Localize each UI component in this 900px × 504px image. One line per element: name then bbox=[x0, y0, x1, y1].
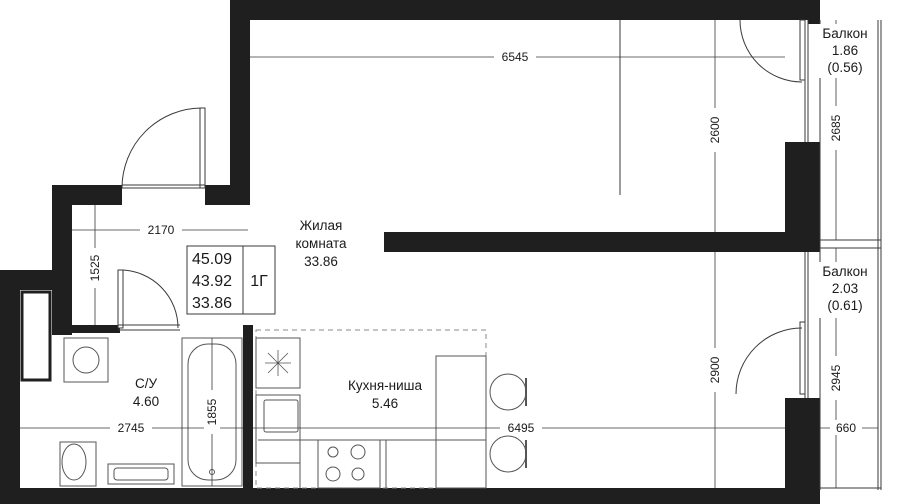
living-room-area: 33.86 bbox=[304, 254, 338, 269]
wall-top bbox=[230, 0, 818, 20]
bathroom-sink bbox=[107, 463, 175, 485]
wall-corner-top bbox=[808, 0, 820, 24]
living-room-name-1: Жилая bbox=[300, 218, 343, 233]
dim-hall-depth: 1525 bbox=[88, 254, 102, 281]
wall-pier-upper bbox=[785, 142, 820, 242]
bathroom-name: С/У bbox=[135, 376, 158, 391]
balcony-top-door-swing bbox=[739, 19, 803, 83]
balcony-bottom-door-swing bbox=[735, 327, 803, 395]
wall-outer-left bbox=[0, 270, 20, 504]
balcony-bottom-name: Балкон bbox=[822, 264, 867, 279]
wall-bath-right bbox=[243, 325, 253, 495]
dim-bath-width: 2745 bbox=[118, 421, 145, 435]
dim-balcony-bottom-depth: 2945 bbox=[829, 364, 843, 391]
summary-apartment-type: 1Г bbox=[250, 273, 268, 290]
dim-bath-depth: 1855 bbox=[205, 398, 219, 425]
wall-bottom bbox=[0, 488, 820, 504]
washing-machine bbox=[63, 337, 109, 383]
bathroom-door-swing bbox=[120, 269, 179, 329]
chair-bottom bbox=[489, 435, 527, 473]
dining-table bbox=[435, 355, 487, 489]
kitchen-name: Кухня-ниша bbox=[348, 378, 422, 393]
kitchen-sink bbox=[255, 394, 301, 464]
balcony-top-area: 1.86 bbox=[832, 43, 858, 58]
dim-kitchen-width: 6495 bbox=[508, 421, 535, 435]
wall-hall-left bbox=[52, 185, 72, 335]
cooktop-vent bbox=[255, 337, 301, 389]
dim-room-depth-top: 2600 bbox=[708, 116, 722, 143]
living-room-name-2: комната bbox=[295, 236, 347, 251]
wall-bath-top-left bbox=[52, 325, 120, 333]
walls bbox=[0, 0, 820, 504]
entrance-door-swing bbox=[121, 107, 203, 189]
balcony-top-name: Балкон bbox=[822, 26, 867, 41]
kitchen-area: 5.46 bbox=[372, 396, 398, 411]
balcony-bottom-area-reduced: (0.61) bbox=[827, 298, 862, 313]
stove bbox=[317, 439, 381, 489]
chair-top bbox=[489, 373, 527, 411]
wall-hall-top-right bbox=[205, 185, 250, 205]
wall-pier-lower bbox=[785, 398, 820, 498]
summary-living-area: 33.86 bbox=[192, 295, 232, 312]
wall-niche bbox=[20, 290, 52, 382]
doors bbox=[117, 19, 806, 395]
fixtures bbox=[59, 329, 527, 489]
dim-room-depth-bottom: 2900 bbox=[708, 356, 722, 383]
bathroom-area: 4.60 bbox=[133, 394, 159, 409]
wall-partition-middle bbox=[384, 232, 820, 252]
balcony-top-area-reduced: (0.56) bbox=[827, 60, 862, 75]
dim-hall-width: 2170 bbox=[148, 223, 175, 237]
summary-total-area: 45.09 bbox=[192, 251, 232, 268]
summary-living-total: 43.92 bbox=[192, 273, 232, 290]
dim-balcony-width: 660 bbox=[836, 421, 856, 435]
toilet bbox=[59, 441, 97, 487]
balcony-bottom-area: 2.03 bbox=[832, 281, 858, 296]
summary-box: 45.09 43.92 33.86 1Г bbox=[186, 245, 276, 315]
dim-top-width: 6545 bbox=[502, 50, 529, 64]
dim-balcony-top-depth: 2685 bbox=[829, 114, 843, 141]
dimension-lines bbox=[20, 20, 878, 488]
wall-left-upper bbox=[230, 0, 250, 205]
